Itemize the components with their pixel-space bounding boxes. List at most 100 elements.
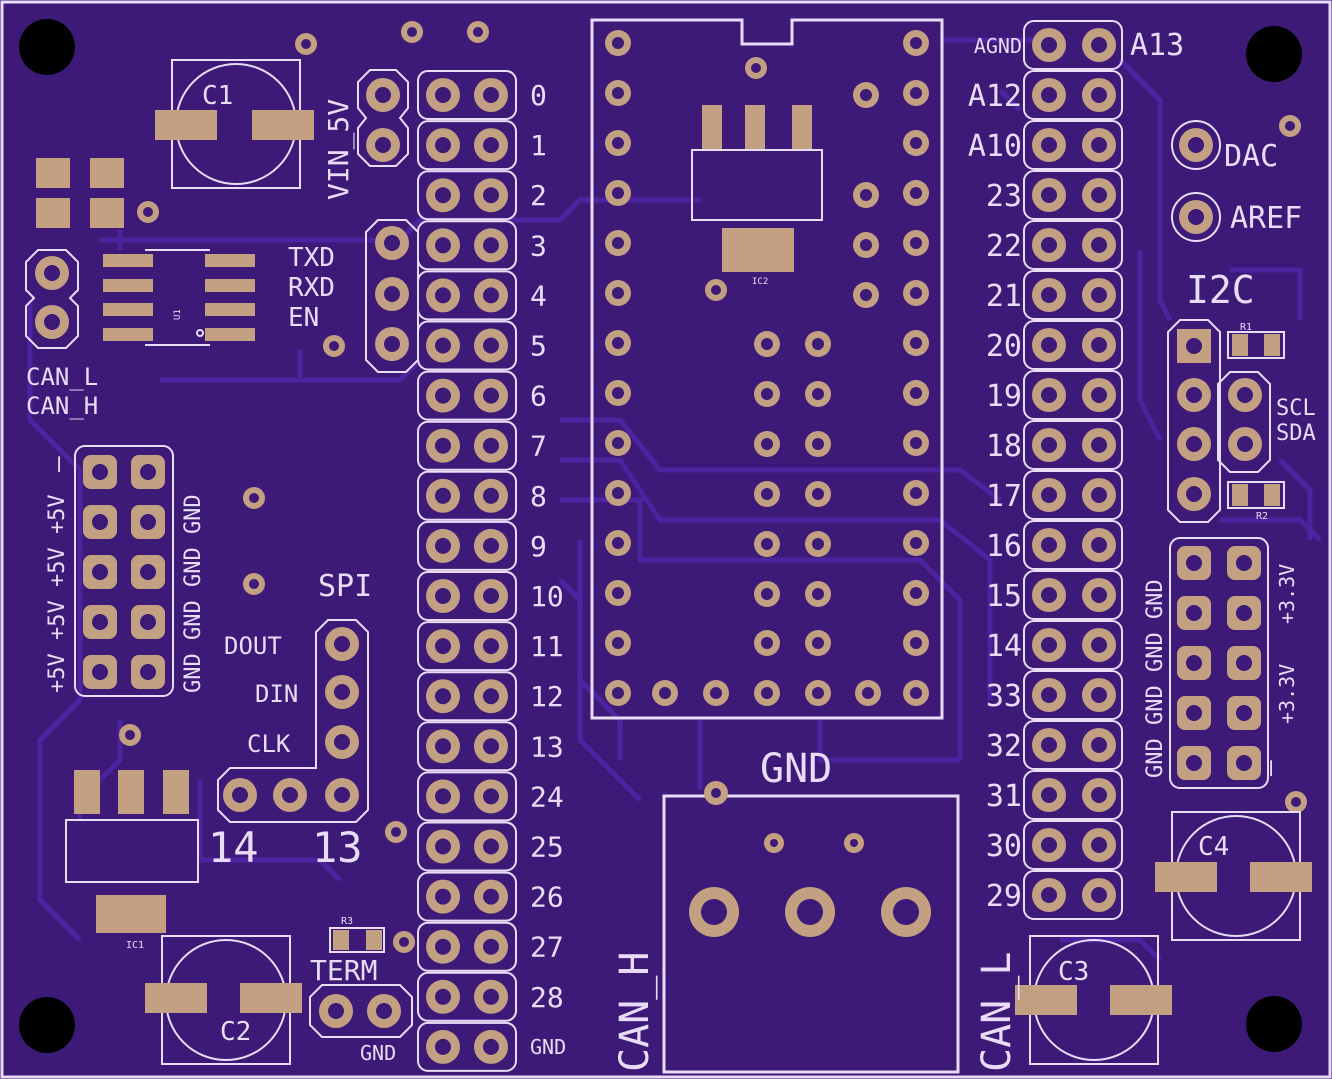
pin13-label: 13 — [312, 823, 363, 872]
mount-hole-br — [1246, 996, 1302, 1052]
sda-label: SDA — [1276, 421, 1316, 446]
teensy-pin — [605, 330, 631, 356]
right-header-label: 21 — [986, 279, 1022, 314]
right-header-label: 30 — [986, 829, 1022, 864]
plus33-label-1: +3.3V — [1275, 564, 1299, 624]
right-header-label: 33 — [986, 679, 1022, 714]
plus33-label-2: +3.3V — [1275, 664, 1299, 724]
left-header-pin — [474, 428, 508, 463]
teensy-pin — [903, 230, 929, 256]
left-header-label: 27 — [530, 931, 564, 964]
via-hole — [249, 493, 259, 503]
left-header-pin — [474, 228, 508, 263]
left-header-pin — [426, 679, 460, 714]
serial-header: TXD RXD EN — [288, 219, 419, 373]
dout-label: DOUT — [224, 632, 282, 660]
via-hole — [391, 827, 401, 837]
gnd-column-left-label: GND GND GND GND — [181, 494, 206, 693]
teensy-pin — [805, 381, 831, 407]
via-hole — [301, 39, 311, 49]
vin5v-header: VIN_5V — [322, 69, 409, 200]
right-header-pin — [1032, 228, 1066, 262]
teensy-pin — [903, 380, 929, 406]
right-header-label: 14 — [986, 629, 1022, 664]
right-header-pin — [1032, 578, 1066, 612]
right-header-pin — [1082, 278, 1116, 312]
left-header-label: 10 — [530, 580, 564, 613]
teensy-pin — [754, 581, 780, 607]
teensy-pin — [754, 331, 780, 357]
left-header-pin — [474, 78, 508, 112]
teensy-pin — [903, 80, 929, 106]
teensy-pin — [853, 182, 879, 208]
via-hole — [249, 579, 259, 589]
left-header-pin — [474, 729, 508, 764]
right-header-label: 17 — [986, 479, 1022, 514]
right-header-label: 19 — [986, 379, 1022, 414]
via-hole — [125, 730, 135, 740]
right-header-pin — [1082, 528, 1116, 562]
left-header-pin — [426, 228, 460, 263]
left-header-pin — [474, 1029, 508, 1064]
teensy-pin — [605, 380, 631, 406]
left-header-pin — [426, 278, 460, 313]
via-hole — [1291, 797, 1301, 807]
teensy-pin — [754, 481, 780, 507]
teensy-pin — [605, 530, 631, 556]
right-header-pin — [1082, 78, 1116, 112]
can-connector: GND CAN_H CAN_L — [612, 746, 1020, 1074]
c3-label: C3 — [1058, 957, 1089, 987]
r2-label: R2 — [1256, 511, 1268, 522]
right-header-pin — [1082, 878, 1116, 912]
left-header-label: 6 — [530, 380, 547, 413]
left-header-pin — [426, 979, 460, 1014]
ic1-label: IC1 — [126, 940, 144, 951]
ic2-regulator: IC2 — [691, 105, 823, 287]
right-header-label: 23 — [986, 179, 1022, 214]
left-header-pin — [474, 328, 508, 363]
mount-hole-tr — [1246, 26, 1302, 82]
clk-label: CLK — [247, 730, 291, 758]
teensy-pin — [805, 581, 831, 607]
left-header-pin — [426, 128, 460, 163]
gnd-top-label: GND — [760, 746, 832, 792]
i2c-label: I2C — [1186, 268, 1255, 312]
can-header-left: CAN_L CAN_H — [25, 249, 98, 420]
teensy-pin — [903, 130, 929, 156]
left-header-pin — [426, 178, 460, 213]
teensy-pin — [903, 530, 929, 556]
left-header-pin — [426, 328, 460, 363]
teensy-pin — [605, 480, 631, 506]
left-header-label: 13 — [530, 730, 564, 763]
left-header-label: 3 — [530, 229, 547, 262]
right-header-pin — [1082, 178, 1116, 212]
via-hole — [751, 63, 761, 73]
left-header-pin — [474, 679, 508, 714]
c4-label: C4 — [1198, 832, 1229, 862]
left-header-pin — [426, 478, 460, 513]
left-header-pin — [474, 478, 508, 513]
left-header-label: 8 — [530, 480, 547, 513]
teensy-pin — [903, 180, 929, 206]
teensy-pin — [605, 430, 631, 456]
right-header-pin — [1032, 678, 1066, 712]
spi-header: SPI DOUT DIN CLK 14 13 — [208, 569, 372, 872]
via-hole — [407, 27, 417, 37]
left-header-pin — [474, 629, 508, 664]
right-header-label: 31 — [986, 779, 1022, 814]
teensy-pin — [652, 680, 678, 706]
right-header-pin — [1032, 78, 1066, 112]
can-l-left-label: CAN_L — [26, 363, 98, 391]
right-header-pin — [1082, 628, 1116, 662]
ic2-label: IC2 — [752, 277, 768, 287]
mount-hole-tl — [19, 19, 75, 75]
term-jumper: R3 TERM GND — [309, 916, 413, 1065]
left-header-label: 26 — [530, 881, 564, 914]
right-header-pin — [1082, 828, 1116, 862]
r1-label: R1 — [1240, 322, 1252, 333]
right-header-pin — [1082, 328, 1116, 362]
right-header-pin — [1032, 728, 1066, 762]
left-header-pin — [474, 779, 508, 814]
dac-label: DAC — [1224, 139, 1278, 174]
